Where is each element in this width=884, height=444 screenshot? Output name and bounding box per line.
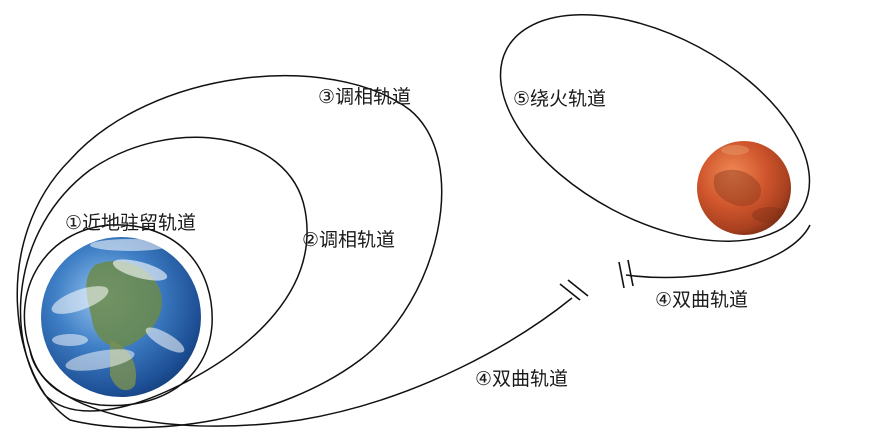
break-mark-lower-1 [559,283,581,301]
orbit-4-hyperbolic-path-upper [625,224,811,279]
orbit-2-phasing-path [19,136,308,412]
label-orbit-2: ②调相轨道 [302,229,395,251]
orbit-5-mars-path [499,14,811,242]
break-mark-lower-2 [567,279,589,297]
label-orbit-4-lower: ④双曲轨道 [475,368,568,390]
label-orbit-1: ①近地驻留轨道 [65,212,196,234]
orbit-3-phasing-path [16,74,443,429]
break-mark-upper-1 [618,261,625,289]
label-orbit-3: ③调相轨道 [318,86,411,108]
label-orbit-5: ⑤绕火轨道 [513,88,606,110]
orbit-1-parking-path [23,224,213,407]
orbit-4-hyperbolic-path-lower [29,297,573,427]
label-orbit-4-upper: ④双曲轨道 [655,289,748,311]
break-mark-upper-2 [627,259,634,287]
earth-image [41,237,201,397]
mars-image [697,141,791,235]
